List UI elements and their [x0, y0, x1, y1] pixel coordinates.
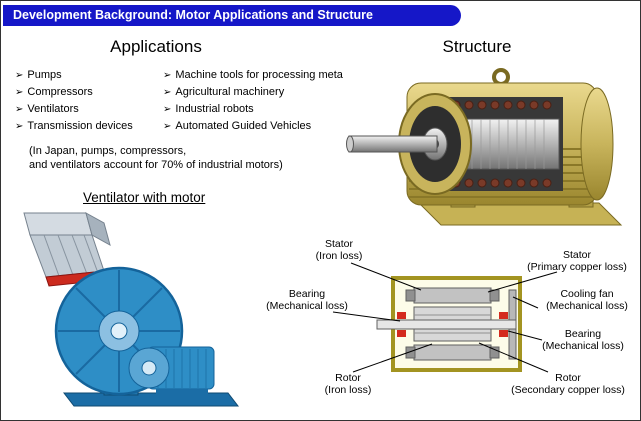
list-item: ➢Transmission devices [15, 118, 133, 135]
loss-type: (Primary copper loss) [527, 261, 627, 273]
note-line: (In Japan, pumps, compressors, [29, 145, 187, 157]
label-bearing-right-mechanical-loss: Bearing (Mechanical loss) [525, 328, 640, 352]
loss-part-name: Cooling fan [560, 288, 614, 300]
loss-part-name: Stator [324, 238, 353, 250]
ventilator-heading: Ventilator with motor [83, 190, 206, 205]
list-item: ➢Pumps [15, 67, 133, 84]
list-item: ➢Automated Guided Vehicles [163, 118, 343, 135]
loss-part-name: Rotor [335, 372, 361, 384]
structure-heading: Structure [442, 37, 512, 56]
list-item-label: Automated Guided Vehicles [175, 120, 312, 132]
list-item-label: Ventilators [27, 103, 79, 115]
loss-part-name: Rotor [555, 372, 581, 384]
label-bearing-left-mechanical-loss: Bearing (Mechanical loss) [261, 288, 353, 312]
list-item: ➢Agricultural machinery [163, 84, 343, 101]
loss-type: (Mechanical loss) [542, 340, 624, 352]
arrow-bullet-icon: ➢ [163, 87, 172, 98]
arrow-bullet-icon: ➢ [15, 121, 24, 132]
list-item-label: Machine tools for processing meta [175, 69, 343, 81]
applications-note: (In Japan, pumps, compressors, and venti… [29, 144, 283, 172]
arrow-bullet-icon: ➢ [163, 121, 172, 132]
loss-type: (Mechanical loss) [546, 300, 628, 312]
loss-type: (Mechanical loss) [266, 300, 348, 312]
arrow-bullet-icon: ➢ [15, 104, 24, 115]
arrow-bullet-icon: ➢ [15, 70, 24, 81]
applications-list-right: ➢Machine tools for processing meta ➢Agri… [163, 67, 343, 135]
applications-heading: Applications [110, 37, 202, 56]
title-banner: Development Background: Motor Applicatio… [3, 5, 461, 26]
loss-type: (Iron loss) [324, 384, 372, 396]
list-item: ➢Ventilators [15, 101, 133, 118]
label-rotor-iron-loss: Rotor (Iron loss) [311, 372, 385, 396]
arrow-bullet-icon: ➢ [163, 70, 172, 81]
list-item-label: Compressors [27, 86, 93, 98]
applications-list-left: ➢Pumps ➢Compressors ➢Ventilators ➢Transm… [15, 67, 133, 135]
loss-type: (Iron loss) [315, 250, 363, 262]
list-item-label: Agricultural machinery [175, 86, 285, 98]
motor-cutaway-illustration [346, 68, 623, 226]
label-cooling-fan-mechanical-loss: Cooling fan (Mechanical loss) [533, 288, 640, 312]
label-rotor-secondary-copper-loss: Rotor (Secondary copper loss) [495, 372, 640, 396]
list-item: ➢Compressors [15, 84, 133, 101]
label-stator-iron-loss: Stator (Iron loss) [294, 238, 384, 262]
label-stator-primary-copper-loss: Stator (Primary copper loss) [513, 249, 640, 273]
list-item-label: Transmission devices [27, 120, 133, 132]
loss-type: (Secondary copper loss) [511, 384, 625, 396]
list-item: ➢Industrial robots [163, 101, 343, 118]
loss-part-name: Bearing [564, 328, 602, 340]
arrow-bullet-icon: ➢ [15, 87, 24, 98]
loss-part-name: Stator [562, 249, 591, 261]
note-line: and ventilators account for 70% of indus… [29, 159, 283, 171]
loss-part-name: Bearing [288, 288, 326, 300]
list-item-label: Industrial robots [175, 103, 254, 115]
arrow-bullet-icon: ➢ [163, 104, 172, 115]
list-item-label: Pumps [27, 69, 62, 81]
ventilator-illustration [23, 211, 240, 407]
list-item: ➢Machine tools for processing meta [163, 67, 343, 84]
